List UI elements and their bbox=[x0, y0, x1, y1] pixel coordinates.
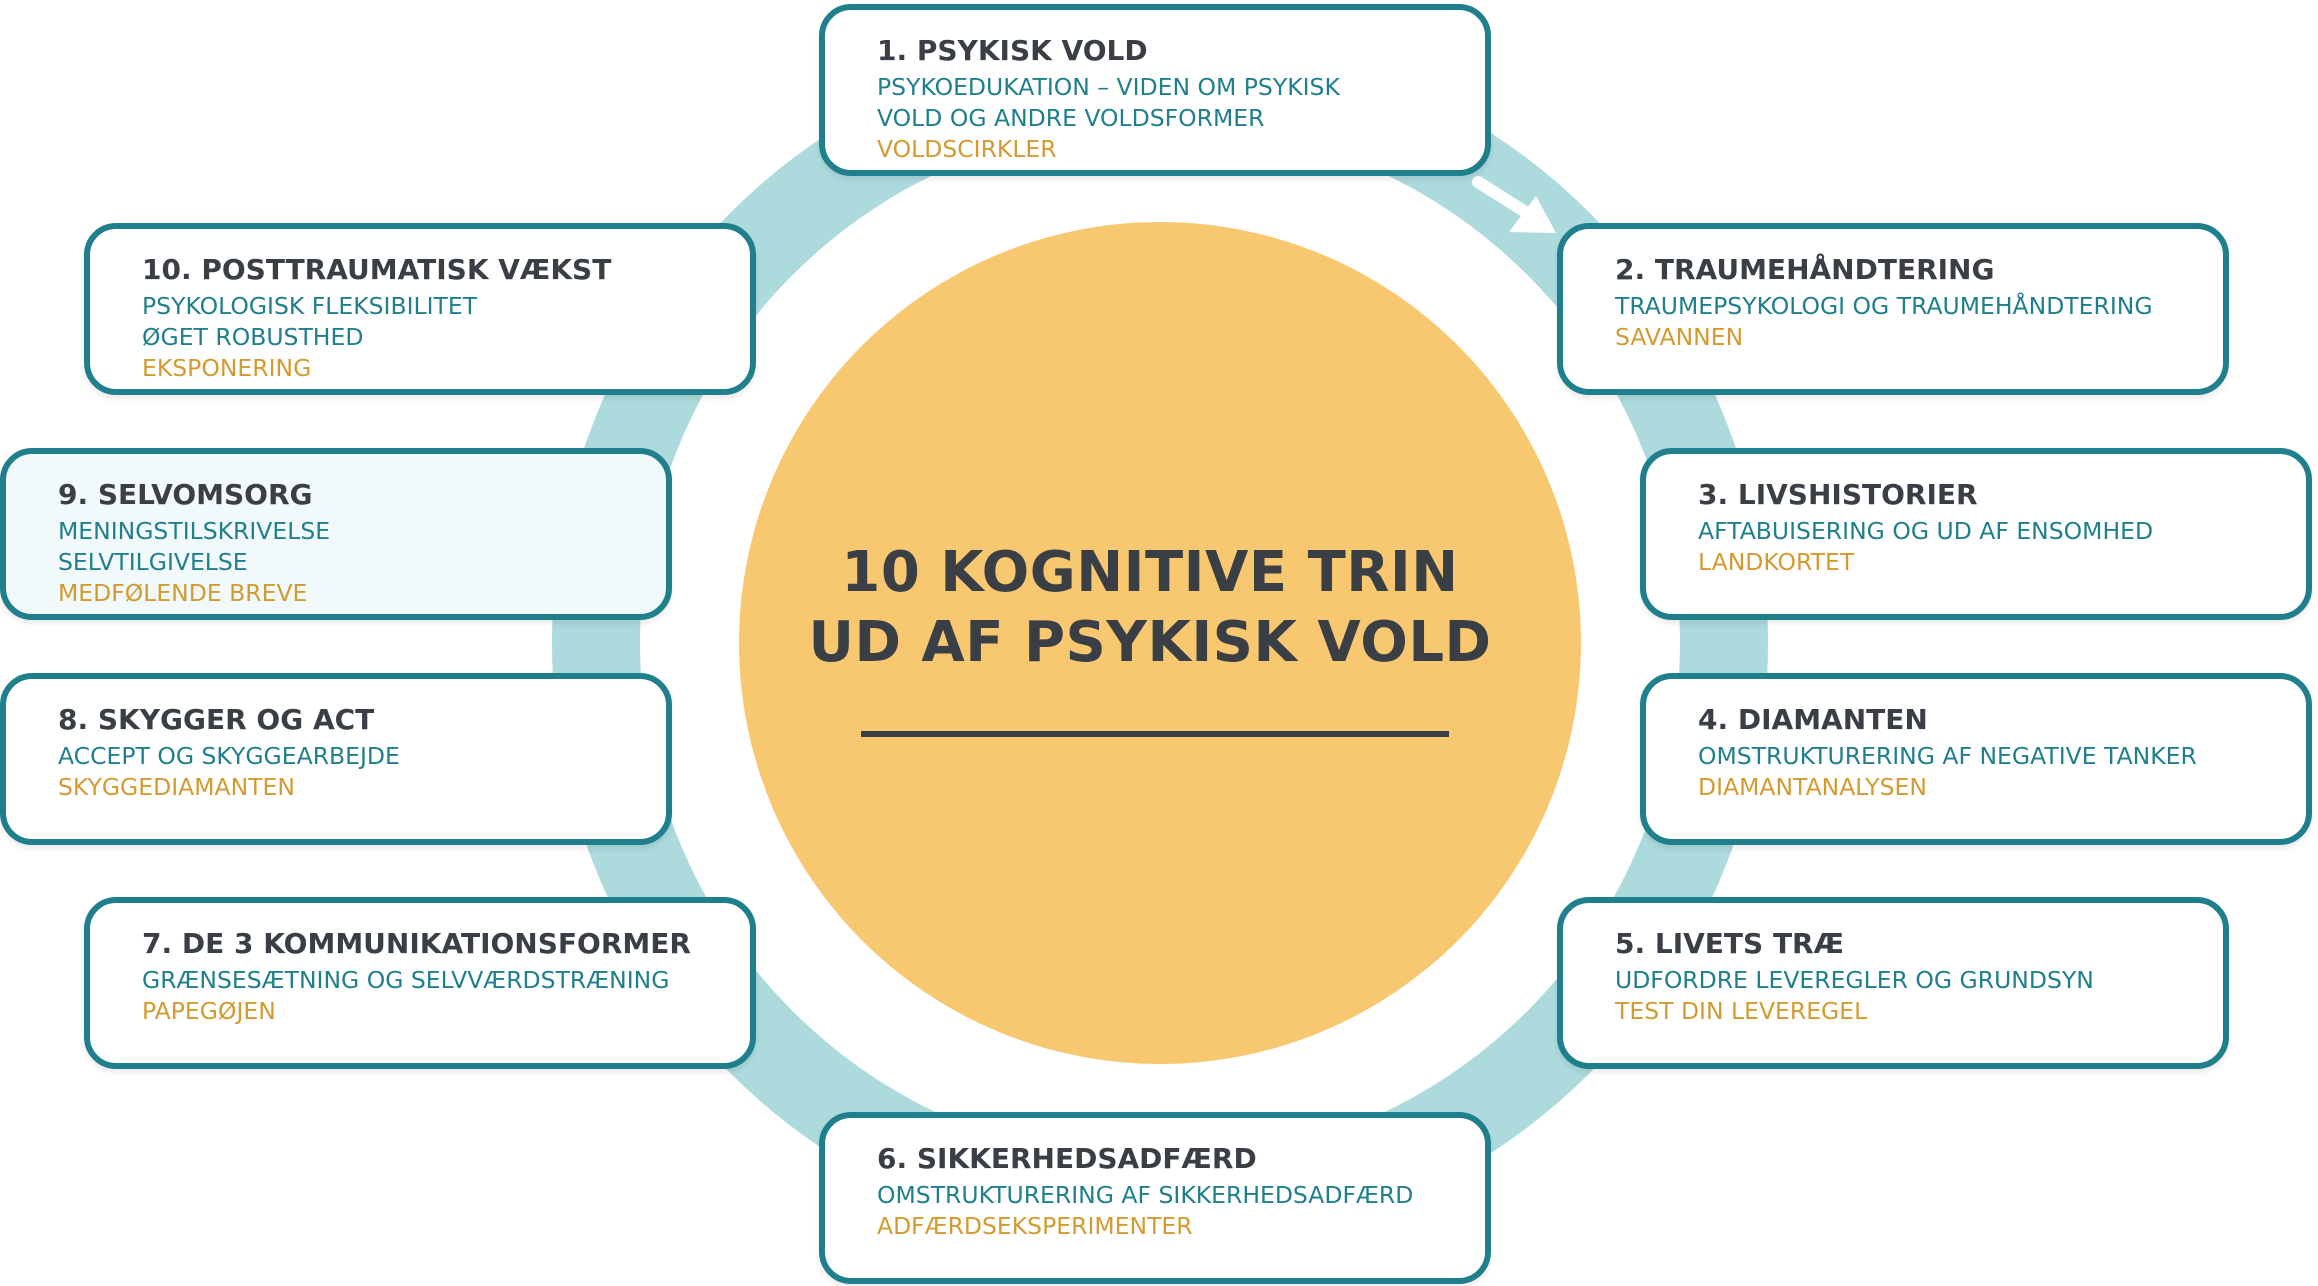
step-topic: ØGET ROBUSTHED bbox=[142, 323, 364, 351]
step-title: 6. SIKKERHEDSADFÆRD bbox=[877, 1142, 1257, 1175]
step-topic: UDFORDRE LEVEREGLER OG GRUNDSYN bbox=[1615, 966, 2094, 994]
step-topic: VOLD OG ANDRE VOLDSFORMER bbox=[877, 104, 1265, 132]
step-exercise: VOLDSCIRKLER bbox=[877, 135, 1057, 163]
step-title: 3. LIVSHISTORIER bbox=[1698, 478, 1978, 511]
center-divider bbox=[861, 731, 1449, 737]
step-title: 5. LIVETS TRÆ bbox=[1615, 927, 1844, 960]
step-box-4: 4. DIAMANTEN OMSTRUKTURERING AF NEGATIVE… bbox=[1640, 673, 2312, 845]
step-title: 9. SELVOMSORG bbox=[58, 478, 313, 511]
step-box-10: 10. POSTTRAUMATISK VÆKST PSYKOLOGISK FLE… bbox=[84, 223, 756, 395]
center-title: 10 KOGNITIVE TRIN UD AF PSYKISK VOLD bbox=[740, 538, 1560, 678]
step-exercise: MEDFØLENDE BREVE bbox=[58, 579, 308, 607]
step-topic: TRAUMEPSYKOLOGI OG TRAUMEHÅNDTERING bbox=[1615, 292, 2153, 320]
step-topic: ACCEPT OG SKYGGEARBEJDE bbox=[58, 742, 400, 770]
step-topic: OMSTRUKTURERING AF NEGATIVE TANKER bbox=[1698, 742, 2197, 770]
step-title: 2. TRAUMEHÅNDTERING bbox=[1615, 253, 1995, 286]
step-topic: PSYKOLOGISK FLEKSIBILITET bbox=[142, 292, 478, 320]
step-title: 1. PSYKISK VOLD bbox=[877, 34, 1148, 67]
step-box-2: 2. TRAUMEHÅNDTERING TRAUMEPSYKOLOGI OG T… bbox=[1557, 223, 2229, 395]
step-box-3: 3. LIVSHISTORIER AFTABUISERING OG UD AF … bbox=[1640, 448, 2312, 620]
step-topic: PSYKOEDUKATION – VIDEN OM PSYKISK bbox=[877, 73, 1340, 101]
step-exercise: SKYGGEDIAMANTEN bbox=[58, 773, 295, 801]
step-box-9: 9. SELVOMSORG MENINGSTILSKRIVELSE SELVTI… bbox=[0, 448, 672, 620]
step-box-8: 8. SKYGGER OG ACT ACCEPT OG SKYGGEARBEJD… bbox=[0, 673, 672, 845]
step-title: 10. POSTTRAUMATISK VÆKST bbox=[142, 253, 612, 286]
step-exercise: PAPEGØJEN bbox=[142, 997, 276, 1025]
center-circle bbox=[739, 222, 1581, 1064]
step-exercise: DIAMANTANALYSEN bbox=[1698, 773, 1927, 801]
step-box-1: 1. PSYKISK VOLD PSYKOEDUKATION – VIDEN O… bbox=[819, 4, 1491, 176]
step-title: 7. DE 3 KOMMUNIKATIONSFORMER bbox=[142, 927, 691, 960]
step-topic: OMSTRUKTURERING AF SIKKERHEDSADFÆRD bbox=[877, 1181, 1414, 1209]
step-box-6: 6. SIKKERHEDSADFÆRD OMSTRUKTURERING AF S… bbox=[819, 1112, 1491, 1284]
step-box-5: 5. LIVETS TRÆ UDFORDRE LEVEREGLER OG GRU… bbox=[1557, 897, 2229, 1069]
step-exercise: SAVANNEN bbox=[1615, 323, 1744, 351]
step-title: 8. SKYGGER OG ACT bbox=[58, 703, 375, 736]
step-topic: MENINGSTILSKRIVELSE bbox=[58, 517, 331, 545]
step-box-7: 7. DE 3 KOMMUNIKATIONSFORMER GRÆNSESÆTNI… bbox=[84, 897, 756, 1069]
step-topic: GRÆNSESÆTNING OG SELVVÆRDSTRÆNING bbox=[142, 966, 670, 994]
center-title-line-2: UD AF PSYKISK VOLD bbox=[808, 610, 1492, 675]
step-exercise: TEST DIN LEVEREGEL bbox=[1615, 997, 1868, 1025]
step-exercise: LANDKORTET bbox=[1698, 548, 1855, 576]
step-topic: AFTABUISERING OG UD AF ENSOMHED bbox=[1698, 517, 2154, 545]
center-title-line-1: 10 KOGNITIVE TRIN bbox=[841, 540, 1459, 605]
step-title: 4. DIAMANTEN bbox=[1698, 703, 1928, 736]
step-exercise: ADFÆRDSEKSPERIMENTER bbox=[877, 1212, 1193, 1240]
step-exercise: EKSPONERING bbox=[142, 354, 312, 382]
step-topic: SELVTILGIVELSE bbox=[58, 548, 248, 576]
arrow-icon bbox=[1472, 176, 1556, 233]
